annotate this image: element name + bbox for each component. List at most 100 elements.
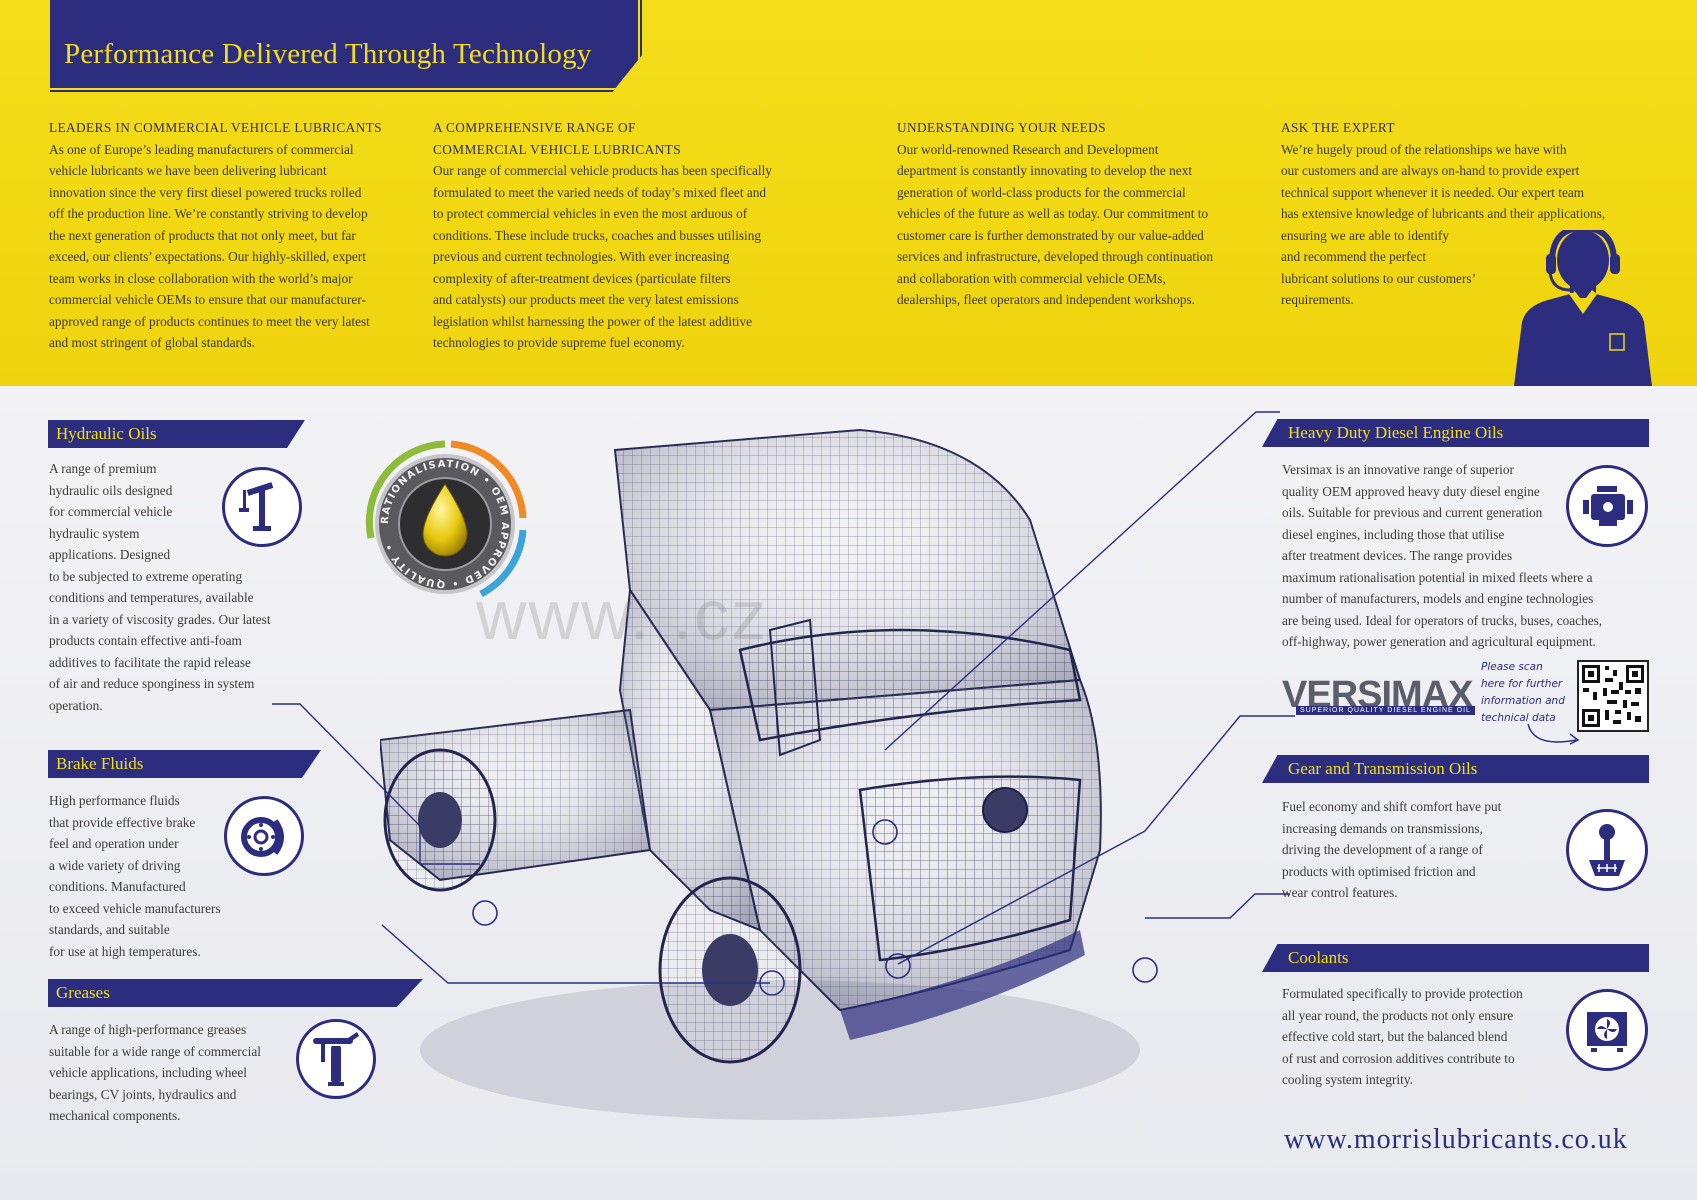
connector-lines: [272, 411, 1295, 996]
text-line: legislation whilst harnessing the power …: [433, 313, 753, 329]
hydraulic-description: A range of premium hydraulic oils design…: [49, 458, 314, 716]
text-line: vehicle applications, including wheel: [49, 1065, 247, 1080]
text-line: to exceed vehicle manufacturers: [49, 900, 221, 916]
text-line: number of manufacturers, models and engi…: [1282, 591, 1594, 606]
text-line: feel and operation under: [49, 836, 179, 851]
text-line: Formulated specifically to provide prote…: [1282, 986, 1523, 1001]
grease-gun-icon: [296, 1019, 376, 1099]
text-line: to protect commercial vehicles in even t…: [433, 206, 748, 221]
text-line: A range of premium: [49, 461, 157, 476]
text-line: are being used. Ideal for operators of t…: [1282, 612, 1603, 628]
section-title-brake: Brake Fluids: [48, 750, 321, 778]
text-line: all year round, the products not only en…: [1282, 1007, 1514, 1023]
section-title-label: Greases: [56, 983, 110, 1002]
text-line: after treatment devices. The range provi…: [1282, 548, 1513, 563]
text-line: in a variety of viscosity grades. Our la…: [49, 611, 271, 627]
text-line: of rust and corrosion additives contribu…: [1282, 1050, 1515, 1066]
text-line: lubricant solutions to our customers’: [1281, 270, 1476, 286]
text-line: hydraulic system: [49, 525, 140, 541]
text-line: approved range of products continues to …: [49, 313, 370, 329]
text-line: bearings, CV joints, hydraulics and: [49, 1086, 237, 1102]
text-line: and catalysts) our products meet the ver…: [433, 292, 739, 307]
text-line: for commercial vehicle: [49, 504, 173, 519]
text-line: here for further: [1481, 678, 1563, 690]
text-line: Fuel economy and shift comfort have put: [1282, 799, 1502, 814]
text-line: dealerships, fleet operators and indepen…: [897, 292, 1195, 307]
section-title-greases: Greases: [48, 979, 423, 1007]
text-line: conditions. These include trucks, coache…: [433, 227, 762, 243]
text-line: mechanical components.: [49, 1108, 181, 1123]
section-title-label: Hydraulic Oils: [56, 424, 157, 443]
coolants-description: Formulated specifically to provide prote…: [1282, 983, 1582, 1091]
text-line: Versimax is an innovative range of super…: [1282, 462, 1514, 477]
text-line: to be subjected to extreme operating: [49, 568, 243, 584]
text-line: of air and reduce sponginess in system: [49, 676, 255, 691]
text-line: As one of Europe’s leading manufacturers…: [49, 141, 354, 157]
text-line: increasing demands on transmissions,: [1282, 820, 1483, 836]
text-line: Our range of commercial vehicle products…: [433, 163, 772, 178]
text-line: High performance fluids: [49, 793, 180, 808]
text-line: suitable for a wide range of commercial: [49, 1043, 261, 1059]
text-line: team works in close collaboration with t…: [49, 270, 353, 286]
intro-column-range: A COMPREHENSIVE RANGE OF COMMERCIAL VEHI…: [433, 117, 813, 354]
truck-wireframe: [380, 428, 1140, 1120]
text-line: conditions. Manufactured: [49, 879, 186, 894]
text-line: driving the development of a range of: [1282, 842, 1483, 857]
text-line: technical data: [1481, 712, 1556, 724]
section-title-diesel: Heavy Duty Diesel Engine Oils: [1262, 419, 1649, 447]
intro-column-expert: ASK THE EXPERT We’re hugely proud of the…: [1281, 117, 1661, 311]
text-line: a wide variety of driving: [49, 857, 181, 873]
text-line: customer care is further demonstrated by…: [897, 227, 1204, 243]
title-banner: Performance Delivered Through Technology: [50, 0, 642, 92]
text-line: and collaboration with commercial vehicl…: [897, 270, 1166, 286]
versimax-tagline: SUPERIOR QUALITY DIESEL ENGINE OIL: [1296, 706, 1475, 715]
text-line: Please scan: [1481, 661, 1543, 673]
text-line: off the production line. We’re constantl…: [49, 206, 368, 221]
section-title-hydraulic: Hydraulic Oils: [48, 420, 305, 448]
text-line: technologies to provide supreme fuel eco…: [433, 335, 685, 350]
text-line: cooling system integrity.: [1282, 1072, 1413, 1087]
text-line: products contain effective anti-foam: [49, 633, 242, 648]
intro-column-needs: UNDERSTANDING YOUR NEEDS Our world-renow…: [897, 117, 1277, 311]
text-line: that provide effective brake: [49, 814, 196, 830]
text-line: and recommend the perfect: [1281, 249, 1427, 264]
text-line: requirements.: [1281, 292, 1354, 307]
text-line: ensuring we are able to identify: [1281, 227, 1449, 243]
section-title-gear: Gear and Transmission Oils: [1262, 755, 1649, 783]
text-line: has extensive knowledge of lubricants an…: [1281, 206, 1606, 221]
text-line: off-highway, power generation and agricu…: [1282, 634, 1596, 649]
text-line: commercial vehicle OEMs to ensure that o…: [49, 292, 366, 307]
section-title-coolants: Coolants: [1262, 944, 1649, 972]
brake-description: High performance fluids that provide eff…: [49, 790, 269, 962]
section-title-label: Brake Fluids: [56, 754, 144, 773]
text-line: vehicle lubricants we have been deliveri…: [49, 163, 327, 178]
text-line: operation.: [49, 697, 103, 713]
gear-stick-icon: [1566, 809, 1648, 891]
watermark: www. .cz: [476, 576, 769, 654]
text-line: department is constantly innovating to d…: [897, 163, 1193, 178]
text-line: A range of high-performance greases: [49, 1022, 247, 1037]
intro-column-leaders: LEADERS IN COMMERCIAL VEHICLE LUBRICANTS…: [49, 117, 429, 354]
text-line: We’re hugely proud of the relationships …: [1281, 141, 1567, 157]
text-line: hydraulic oils designed: [49, 482, 173, 498]
text-line: applications. Designed: [49, 547, 171, 562]
intro-heading: ASK THE EXPERT: [1281, 120, 1395, 135]
text-line: wear control features.: [1282, 885, 1398, 900]
qr-code[interactable]: [1577, 660, 1649, 732]
text-line: technical support whenever it is needed.…: [1281, 184, 1585, 200]
text-line: the next generation of products that not…: [49, 227, 356, 243]
arrow-icon: [1527, 723, 1580, 745]
diesel-description: Versimax is an innovative range of super…: [1282, 459, 1632, 653]
text-line: services and infrastructure, developed t…: [897, 249, 1214, 264]
text-line: maximum rationalisation potential in mix…: [1282, 569, 1593, 585]
text-line: formulated to meet the varied needs of t…: [433, 184, 767, 200]
text-line: products with optimised friction and: [1282, 863, 1476, 879]
website-link[interactable]: www.morrislubricants.co.uk: [1284, 1124, 1628, 1155]
intro-heading: UNDERSTANDING YOUR NEEDS: [897, 120, 1106, 135]
scan-note: Please scan here for further information…: [1481, 659, 1581, 727]
brake-disc-icon: [224, 796, 304, 876]
crane-icon: [222, 467, 302, 547]
section-title-label: Heavy Duty Diesel Engine Oils: [1288, 423, 1504, 442]
text-line: generation of world-class products for t…: [897, 184, 1186, 200]
engine-icon: [1566, 465, 1648, 547]
